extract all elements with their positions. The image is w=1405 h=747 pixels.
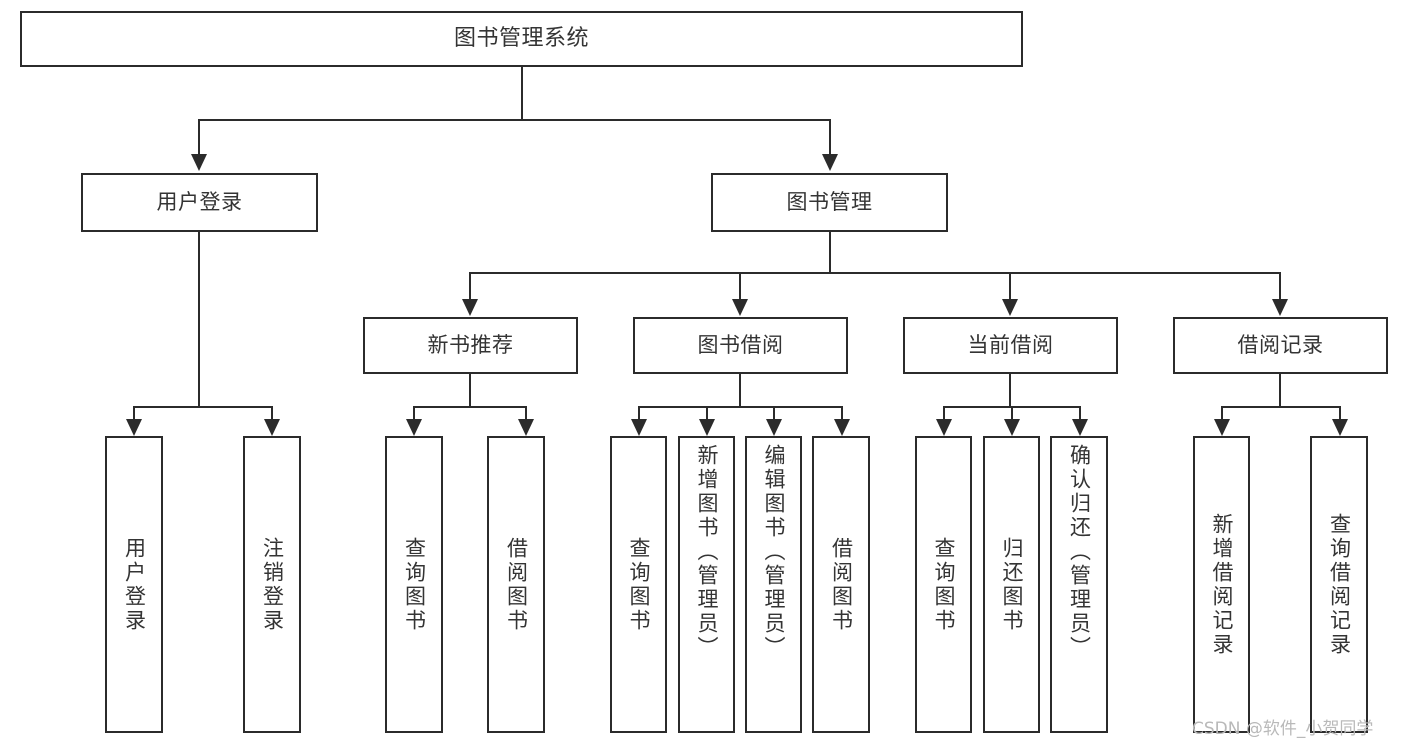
connector-user-login-leaf1 <box>133 406 135 420</box>
arrowhead-book-borrow <box>732 299 748 316</box>
node-label: 编辑图书（管理员） <box>762 444 786 660</box>
node-label: 新增借阅记录 <box>1210 512 1234 657</box>
arrowhead-current-borrow <box>1002 299 1018 316</box>
leaf-return-book[interactable]: 归还图书 <box>983 436 1040 733</box>
node-new-book-recommend[interactable]: 新书推荐 <box>363 317 578 374</box>
node-book-management[interactable]: 图书管理 <box>711 173 948 232</box>
node-book-borrow[interactable]: 图书借阅 <box>633 317 848 374</box>
leaf-query-borrow-record[interactable]: 查询借阅记录 <box>1310 436 1368 733</box>
connector-to-book-borrow <box>739 272 741 300</box>
node-root-system[interactable]: 图书管理系统 <box>20 11 1023 67</box>
node-user-login[interactable]: 用户登录 <box>81 173 318 232</box>
arrowhead-leaf-logout <box>264 419 280 436</box>
node-label: 查询图书 <box>402 536 427 633</box>
node-borrow-record[interactable]: 借阅记录 <box>1173 317 1388 374</box>
connector-borrow-record-leaf1 <box>1221 406 1223 420</box>
node-current-borrow[interactable]: 当前借阅 <box>903 317 1118 374</box>
connector-current-borrow-leaf2 <box>1011 406 1013 420</box>
arrowhead-leaf-query-record <box>1332 419 1348 436</box>
arrowhead-leaf-borrow-book-2 <box>834 419 850 436</box>
connector-to-current-borrow <box>1009 272 1011 300</box>
connector-current-borrow-leaf1 <box>943 406 945 420</box>
node-label: 确认归还（管理员） <box>1067 444 1092 660</box>
connector-borrow-record-leaf2 <box>1339 406 1341 420</box>
leaf-borrow-book-newbook[interactable]: 借阅图书 <box>487 436 545 733</box>
leaf-confirm-return-admin[interactable]: 确认归还（管理员） <box>1050 436 1108 733</box>
node-label: 查询借阅记录 <box>1327 512 1352 657</box>
node-label: 用户登录 <box>156 189 243 214</box>
node-label: 图书管理 <box>786 189 873 214</box>
node-label: 查询图书 <box>932 536 956 633</box>
leaf-user-login[interactable]: 用户登录 <box>105 436 163 733</box>
arrowhead-leaf-return-book <box>1004 419 1020 436</box>
connector-level3-bar <box>469 272 1279 274</box>
connector-borrow-record-stem <box>1279 374 1281 406</box>
connector-book-borrow-bar <box>638 406 841 408</box>
csdn-watermark: CSDN @软件_小贺同学 <box>1192 719 1374 739</box>
leaf-logout[interactable]: 注销登录 <box>243 436 301 733</box>
node-label: 查询图书 <box>627 536 651 633</box>
leaf-borrow-book-borrow[interactable]: 借阅图书 <box>812 436 870 733</box>
arrowhead-leaf-confirm-return <box>1072 419 1088 436</box>
leaf-query-book-borrow[interactable]: 查询图书 <box>610 436 667 733</box>
node-label: 新增图书（管理员） <box>695 444 719 660</box>
arrowhead-user-login <box>191 154 207 171</box>
connector-user-login-bar <box>133 406 271 408</box>
arrowhead-book-mgmt <box>822 154 838 171</box>
connector-book-borrow-stem <box>739 374 741 406</box>
connector-new-book-stem <box>469 374 471 406</box>
arrowhead-leaf-borrow-book-1 <box>518 419 534 436</box>
node-label: 借阅图书 <box>829 536 854 633</box>
connector-new-book-leaf1 <box>413 406 415 420</box>
node-label: 借阅记录 <box>1237 332 1324 357</box>
arrowhead-leaf-query-book-1 <box>406 419 422 436</box>
leaf-query-book-newbook[interactable]: 查询图书 <box>385 436 443 733</box>
connector-new-book-leaf2 <box>525 406 527 420</box>
connector-book-borrow-leaf1 <box>638 406 640 420</box>
connector-to-borrow-record <box>1279 272 1281 300</box>
leaf-add-book-admin[interactable]: 新增图书（管理员） <box>678 436 735 733</box>
connector-root-stem <box>521 67 523 119</box>
arrowhead-leaf-query-book-2 <box>631 419 647 436</box>
node-label: 用户登录 <box>122 536 147 633</box>
leaf-query-book-current[interactable]: 查询图书 <box>915 436 972 733</box>
connector-level1-bar <box>198 119 830 121</box>
leaf-add-borrow-record[interactable]: 新增借阅记录 <box>1193 436 1250 733</box>
node-label: 图书借阅 <box>697 332 784 357</box>
connector-book-borrow-leaf3 <box>773 406 775 420</box>
connector-user-login-leaf2 <box>271 406 273 420</box>
connector-book-borrow-leaf2 <box>706 406 708 420</box>
arrowhead-leaf-edit-book <box>766 419 782 436</box>
node-label: 借阅图书 <box>504 536 529 633</box>
connector-to-book-mgmt <box>829 119 831 156</box>
arrowhead-leaf-add-record <box>1214 419 1230 436</box>
connector-borrow-record-bar <box>1221 406 1339 408</box>
arrowhead-borrow-record <box>1272 299 1288 316</box>
connector-new-book-bar <box>413 406 525 408</box>
node-label: 新书推荐 <box>427 332 514 357</box>
connector-book-mgmt-stem <box>829 232 831 272</box>
leaf-edit-book-admin[interactable]: 编辑图书（管理员） <box>745 436 802 733</box>
arrowhead-leaf-add-book <box>699 419 715 436</box>
node-label: 图书管理系统 <box>453 25 589 51</box>
connector-book-borrow-leaf4 <box>841 406 843 420</box>
arrowhead-leaf-user-login <box>126 419 142 436</box>
arrowhead-leaf-query-book-3 <box>936 419 952 436</box>
connector-current-borrow-leaf3 <box>1079 406 1081 420</box>
connector-to-user-login <box>198 119 200 156</box>
node-label: 注销登录 <box>260 536 285 633</box>
connector-user-login-stem <box>198 232 200 406</box>
connector-current-borrow-stem <box>1009 374 1011 406</box>
connector-to-new-book <box>469 272 471 300</box>
arrowhead-new-book <box>462 299 478 316</box>
node-label: 当前借阅 <box>967 332 1054 357</box>
node-label: 归还图书 <box>1000 536 1024 633</box>
